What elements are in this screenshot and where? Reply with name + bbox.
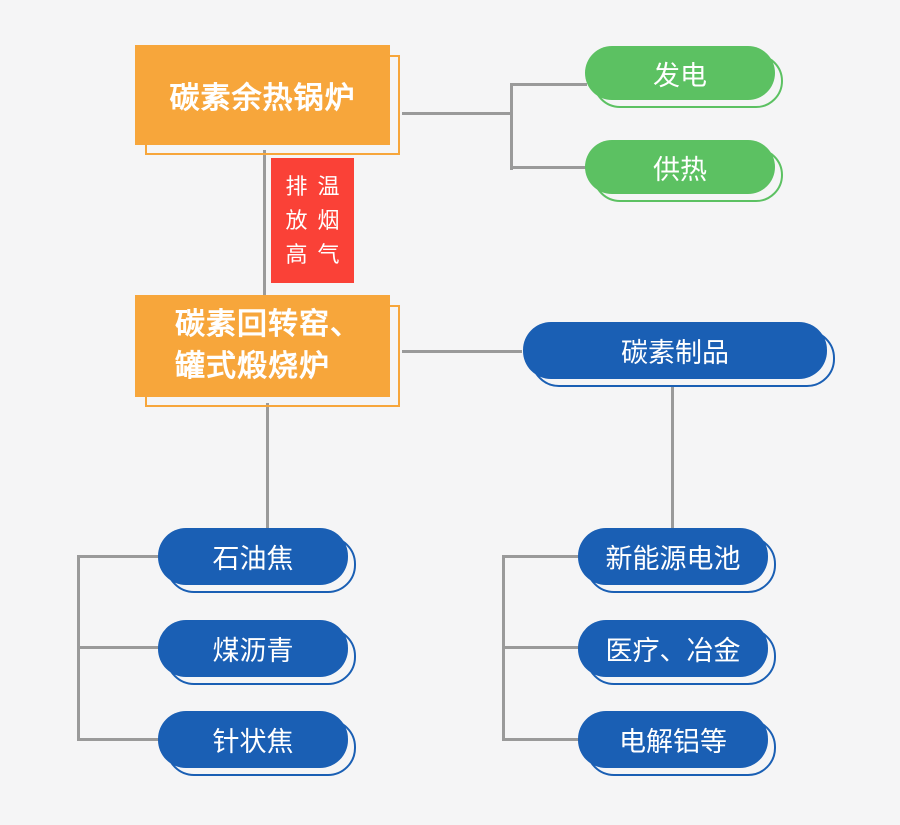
application-label: 医疗、冶金 [605,636,741,666]
node-kiln-label: 碳素回转窑、 罐式煅烧炉 [175,304,361,388]
node-flue-gas-label: 排放高 温烟气 [285,170,340,272]
connector-to-petcoke [78,555,162,558]
connector-to-needlecoke [78,738,162,741]
raw-material-label: 煤沥青 [212,636,294,666]
node-raw-material-coal-pitch: 煤沥青 [158,620,356,685]
node-power-label: 发电 [653,60,707,91]
node-application-electrolytic-aluminum: 电解铝等 [578,711,776,776]
connector-to-heating [511,166,587,169]
node-heating-label: 供热 [653,154,707,185]
node-application-battery: 新能源电池 [578,528,776,593]
connector-to-battery [503,555,582,558]
node-kiln-label-line1: 碳素回转窑、 [175,308,361,341]
application-label: 新能源电池 [605,544,741,574]
node-products-label: 碳素制品 [621,338,729,368]
connector-to-pitch [78,646,162,649]
connector-boiler-kiln [263,150,266,297]
node-raw-material-petroleum-coke: 石油焦 [158,528,356,593]
node-kiln-label-line2: 罐式煅烧炉 [175,350,330,383]
node-heating: 供热 [585,140,783,202]
flue-gas-column-1: 排放高 [285,173,308,267]
connector-to-power [511,83,587,86]
connector-boiler-stem [402,112,512,115]
connector-to-aluminum [503,738,582,741]
application-label: 电解铝等 [619,727,727,757]
connector-products-down [671,387,674,530]
connector-kiln-products [402,350,522,353]
node-raw-material-needle-coke: 针状焦 [158,711,356,776]
node-boiler-label: 碳素余热锅炉 [169,82,356,115]
raw-material-label: 针状焦 [212,727,294,757]
node-products: 碳素制品 [523,322,835,387]
connector-to-medical [503,646,582,649]
flue-gas-column-2: 温烟气 [317,173,340,267]
node-power: 发电 [585,46,783,108]
node-kiln: 碳素回转窑、 罐式煅烧炉 [135,295,400,407]
node-application-medical-metallurgy: 医疗、冶金 [578,620,776,685]
connector-kiln-down [266,403,269,530]
raw-material-label: 石油焦 [212,544,294,574]
node-boiler: 碳素余热锅炉 [135,45,400,155]
connector-top-bracket [510,83,513,170]
node-flue-gas: 排放高 温烟气 [271,158,354,283]
